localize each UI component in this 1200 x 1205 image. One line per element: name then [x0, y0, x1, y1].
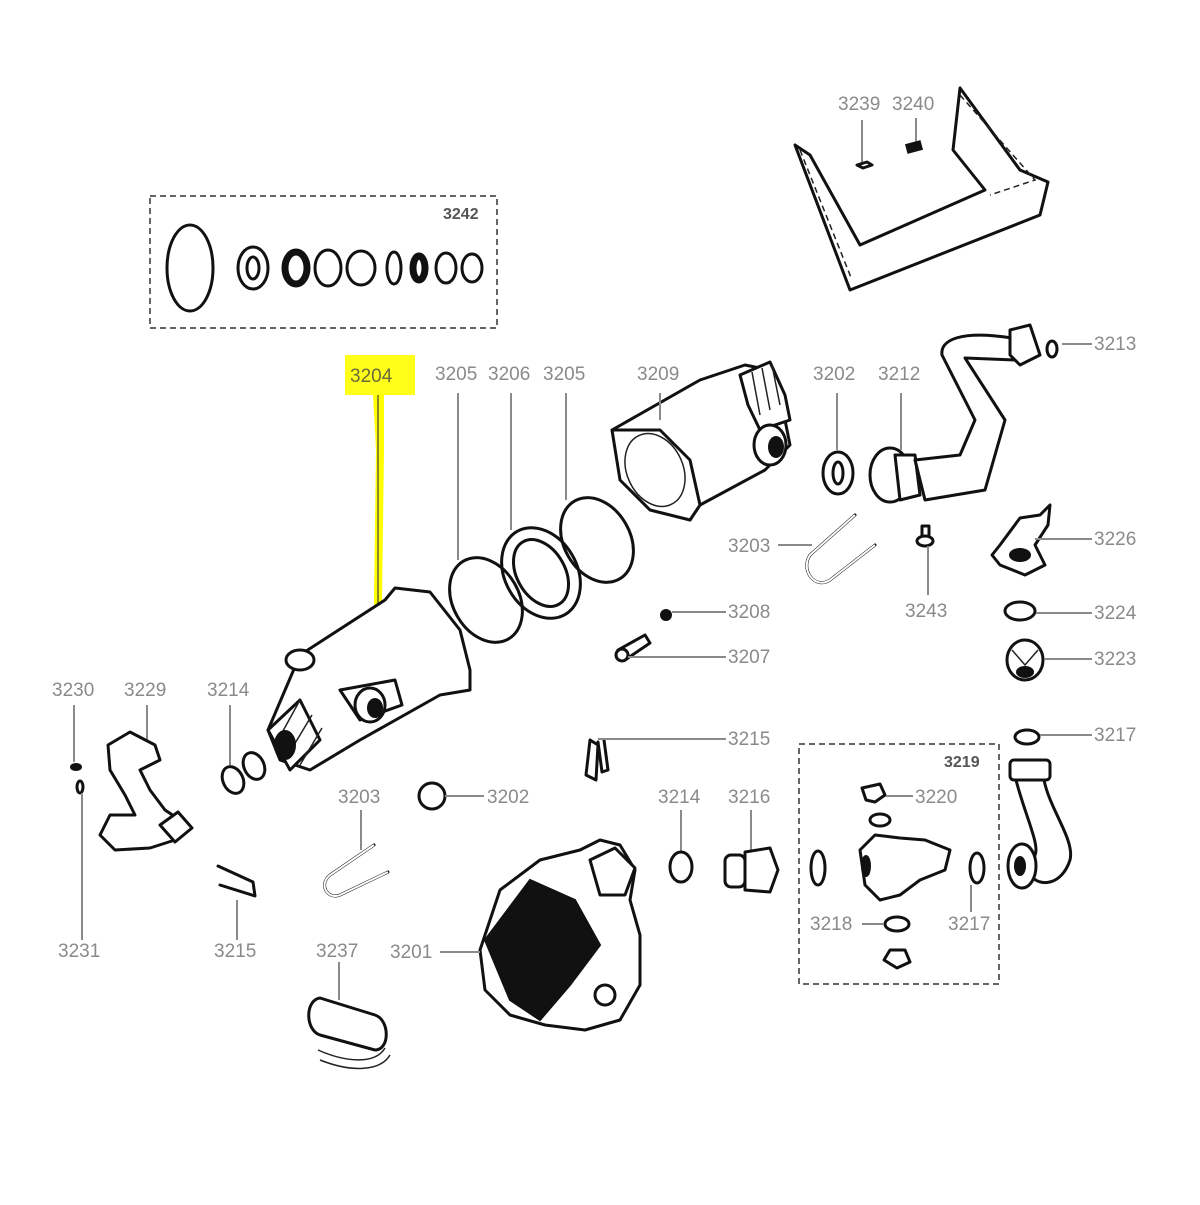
callout-3204-highlighted: 3204 — [345, 355, 415, 640]
label-3208[interactable]: 3208 — [728, 602, 770, 623]
label-3224[interactable]: 3224 — [1094, 603, 1137, 624]
label-3201[interactable]: 3201 — [390, 942, 432, 963]
fitting-3226: 3226 — [990, 503, 1136, 577]
pump-motor-3201: 3201 — [390, 838, 642, 1032]
label-3216[interactable]: 3216 — [728, 787, 770, 808]
label-3229[interactable]: 3229 — [124, 680, 166, 701]
label-3239[interactable]: 3239 — [838, 94, 880, 115]
clip-3203-upper: 3203 — [728, 513, 877, 584]
label-3209[interactable]: 3209 — [637, 364, 679, 385]
label-3230[interactable]: 3230 — [52, 680, 94, 701]
label-3237[interactable]: 3237 — [316, 941, 358, 962]
label-3214-right[interactable]: 3214 — [658, 787, 701, 808]
kit-3219-valve-kit: 3219 3220 3218 3217 — [798, 743, 1000, 985]
clip-3215-left: 3215 — [214, 864, 257, 962]
ring-3202-lower: 3202 — [417, 781, 529, 811]
label-3240[interactable]: 3240 — [892, 94, 934, 115]
label-3217-kit[interactable]: 3217 — [948, 914, 990, 935]
pipe-3229-assembly: 3230 3229 3231 — [52, 680, 194, 962]
ring-3214-right: 3214 — [658, 787, 701, 884]
housing-tray: 3239 3240 — [793, 86, 1050, 292]
clip-3203-lower: 3203 — [323, 787, 390, 898]
label-3207[interactable]: 3207 — [728, 647, 770, 668]
pipe-3212-assembly: 3202 3212 3213 — [813, 323, 1136, 504]
kit-3242-seal-kit: 3242 — [149, 195, 498, 329]
label-3213[interactable]: 3213 — [1094, 334, 1136, 355]
kit-label-3219[interactable]: 3219 — [944, 754, 980, 771]
nut-3208-bolt-3207: 3208 3207 — [614, 602, 770, 668]
label-3215-left[interactable]: 3215 — [214, 941, 256, 962]
pump-housing-3209: 3209 — [610, 360, 792, 522]
screw-3243: 3243 — [905, 524, 947, 622]
label-3202-lower[interactable]: 3202 — [487, 787, 529, 808]
label-3204[interactable]: 3204 — [350, 366, 393, 387]
clip-3215-right: 3215 — [584, 729, 770, 782]
union-3216: 3216 — [723, 787, 780, 894]
label-3212[interactable]: 3212 — [878, 364, 920, 385]
rings-3205-3206: 3205 3206 3205 — [435, 364, 635, 644]
label-3231[interactable]: 3231 — [58, 941, 100, 962]
label-3215-right[interactable]: 3215 — [728, 729, 770, 750]
rings-3214-left: 3214 — [207, 680, 267, 795]
label-3220[interactable]: 3220 — [915, 787, 957, 808]
label-3217-top[interactable]: 3217 — [1094, 725, 1136, 746]
label-3243[interactable]: 3243 — [905, 601, 947, 622]
pump-head-3204 — [266, 586, 472, 772]
kit-label-3242[interactable]: 3242 — [443, 206, 479, 223]
label-3203-upper[interactable]: 3203 — [728, 536, 770, 557]
label-3218[interactable]: 3218 — [810, 914, 852, 935]
pipe-3217-assembly: 3217 — [1006, 725, 1136, 890]
label-3226[interactable]: 3226 — [1094, 529, 1136, 550]
label-3214-left[interactable]: 3214 — [207, 680, 250, 701]
label-3223[interactable]: 3223 — [1094, 649, 1136, 670]
capacitor-3237: 3237 — [307, 941, 391, 1070]
ring-3224-nut-3223: 3224 3223 — [1003, 600, 1137, 682]
label-3203-lower[interactable]: 3203 — [338, 787, 380, 808]
label-3202-top[interactable]: 3202 — [813, 364, 855, 385]
label-3205-right[interactable]: 3205 — [543, 364, 585, 385]
label-3206[interactable]: 3206 — [488, 364, 530, 385]
label-3205-left[interactable]: 3205 — [435, 364, 477, 385]
